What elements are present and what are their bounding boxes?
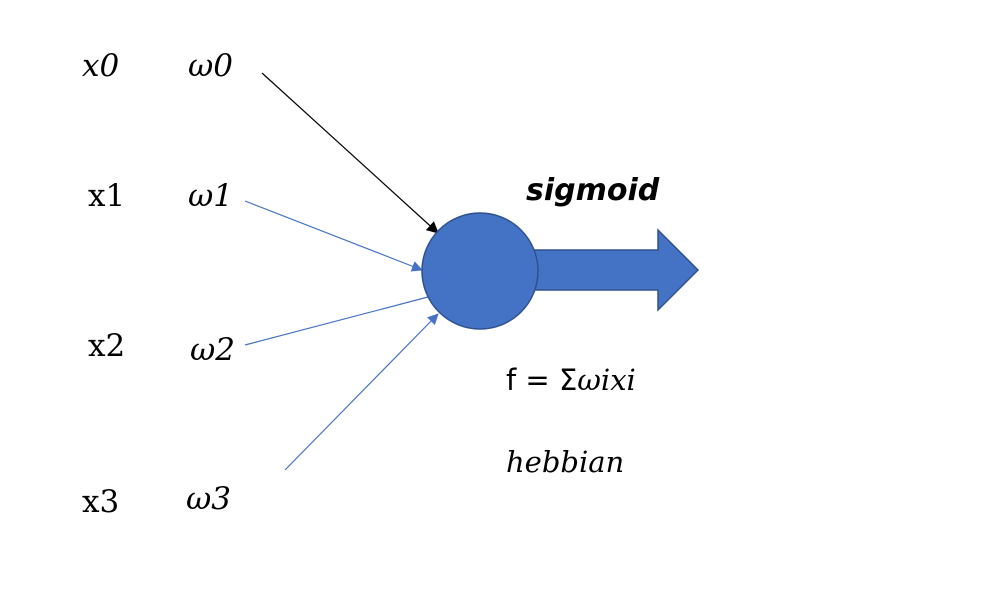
learning-rule-label: hebbian bbox=[506, 445, 625, 479]
weight-label-w0: ω0 bbox=[188, 48, 234, 84]
weight-label-w1: ω1 bbox=[188, 178, 234, 214]
input-label-x2: x2 bbox=[88, 328, 126, 364]
weight-label-w2: ω2 bbox=[190, 332, 236, 368]
input-arrow-w0 bbox=[261, 72, 439, 234]
input-arrow-w2 bbox=[244, 296, 429, 346]
output-arrow bbox=[533, 228, 700, 312]
activation-label: sigmoid bbox=[526, 173, 660, 208]
input-label-x0: x0 bbox=[82, 48, 120, 84]
formula-rhs: ωixi bbox=[577, 363, 636, 397]
neuron-node bbox=[421, 212, 539, 330]
input-arrow-w1 bbox=[244, 200, 423, 272]
input-label-x3: x3 bbox=[82, 484, 120, 520]
input-label-x1: x1 bbox=[88, 178, 126, 214]
weight-label-w3: ω3 bbox=[186, 481, 232, 517]
formula: f = Σωixi bbox=[506, 366, 636, 396]
formula-lhs: f = Σ bbox=[506, 363, 578, 397]
input-arrow-w3 bbox=[284, 313, 439, 471]
